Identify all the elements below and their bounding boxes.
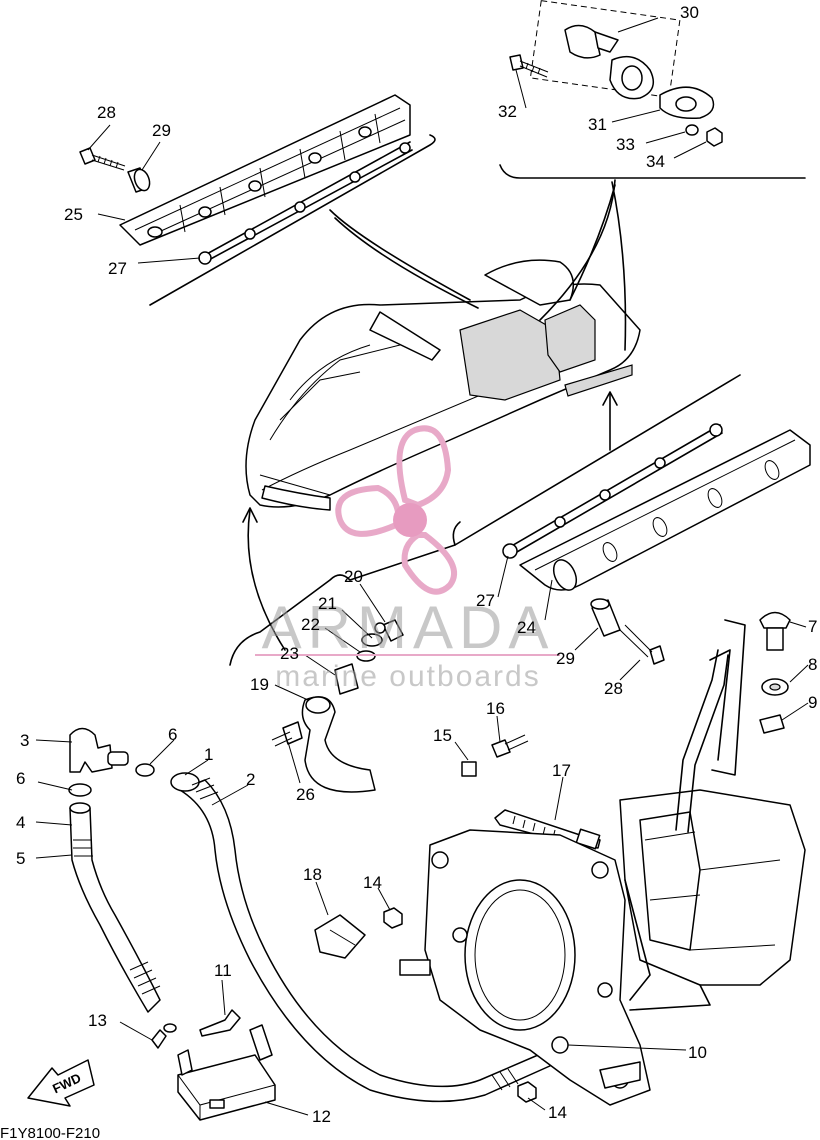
callout-10: 12 (312, 1107, 331, 1126)
callout-17: 16 (486, 699, 505, 718)
callout-32: 32 (498, 102, 517, 121)
callout-5: 5 (16, 849, 25, 868)
propeller-logo (335, 425, 457, 595)
watermark-subtitle: marine outboards (275, 660, 540, 693)
callout-7: 7 (808, 617, 817, 636)
callout-3: 3 (20, 731, 29, 750)
callout-24: 26 (296, 785, 315, 804)
callout-14-upper: 14 (363, 873, 382, 892)
callout-6-left: 6 (16, 769, 25, 788)
watermark-title: ARMADA (262, 594, 555, 661)
callout-2: 2 (246, 770, 255, 789)
callout-27-top: 27 (108, 259, 127, 278)
callout-19: 19 (250, 675, 269, 694)
left-hose-assembly (68, 727, 553, 1121)
callout-21: 21 (318, 594, 337, 613)
callout-29-bottom: 29 (556, 649, 575, 668)
callout-12: 11 (214, 961, 232, 980)
callout-18: 17 (552, 761, 571, 780)
detail-panel-rear-rail (79, 94, 436, 306)
watercraft-body (242, 179, 641, 651)
fwd-arrow-icon: FWD (27, 1059, 95, 1107)
armada-watermark: ARMADA marine outboards (255, 425, 560, 693)
callout-15: 18 (303, 865, 322, 884)
callout-4: 4 (16, 813, 25, 832)
callout-28-bottom: 28 (604, 679, 623, 698)
callout-1: 1 (204, 745, 213, 764)
callout-34: 34 (646, 152, 665, 171)
callout-14-lower: 14 (548, 1103, 567, 1122)
callout-25: 24 (517, 618, 536, 637)
engine-housing (399, 649, 806, 1106)
callout-30: 30 (680, 3, 699, 22)
callout-27-bottom: 27 (476, 591, 495, 610)
callout-11: 10 (688, 1043, 707, 1062)
callout-leader-lines (35, 17, 809, 1116)
callout-13: 13 (88, 1011, 107, 1030)
callout-23: 23 (280, 644, 299, 663)
callout-16: 15 (433, 726, 452, 745)
hardware-cluster (271, 619, 404, 793)
callout-26: 25 (64, 205, 83, 224)
callout-31: 31 (588, 115, 607, 134)
callout-8: 8 (808, 655, 817, 674)
callout-29-top: 29 (152, 121, 171, 140)
callout-numbers: 30 32 31 33 34 28 29 25 27 20 21 22 23 1… (16, 3, 817, 1126)
callout-20: 20 (344, 567, 363, 586)
detail-panel-front-rail (229, 374, 811, 666)
callout-6-right: 6 (168, 725, 177, 744)
detail-panel-vent (499, 0, 806, 179)
callout-9: 9 (808, 693, 817, 712)
callout-22: 22 (301, 615, 320, 634)
callout-33: 33 (616, 135, 635, 154)
callout-28-top: 28 (97, 103, 116, 122)
diagram-code: F1Y8100-F210 (0, 1125, 100, 1140)
